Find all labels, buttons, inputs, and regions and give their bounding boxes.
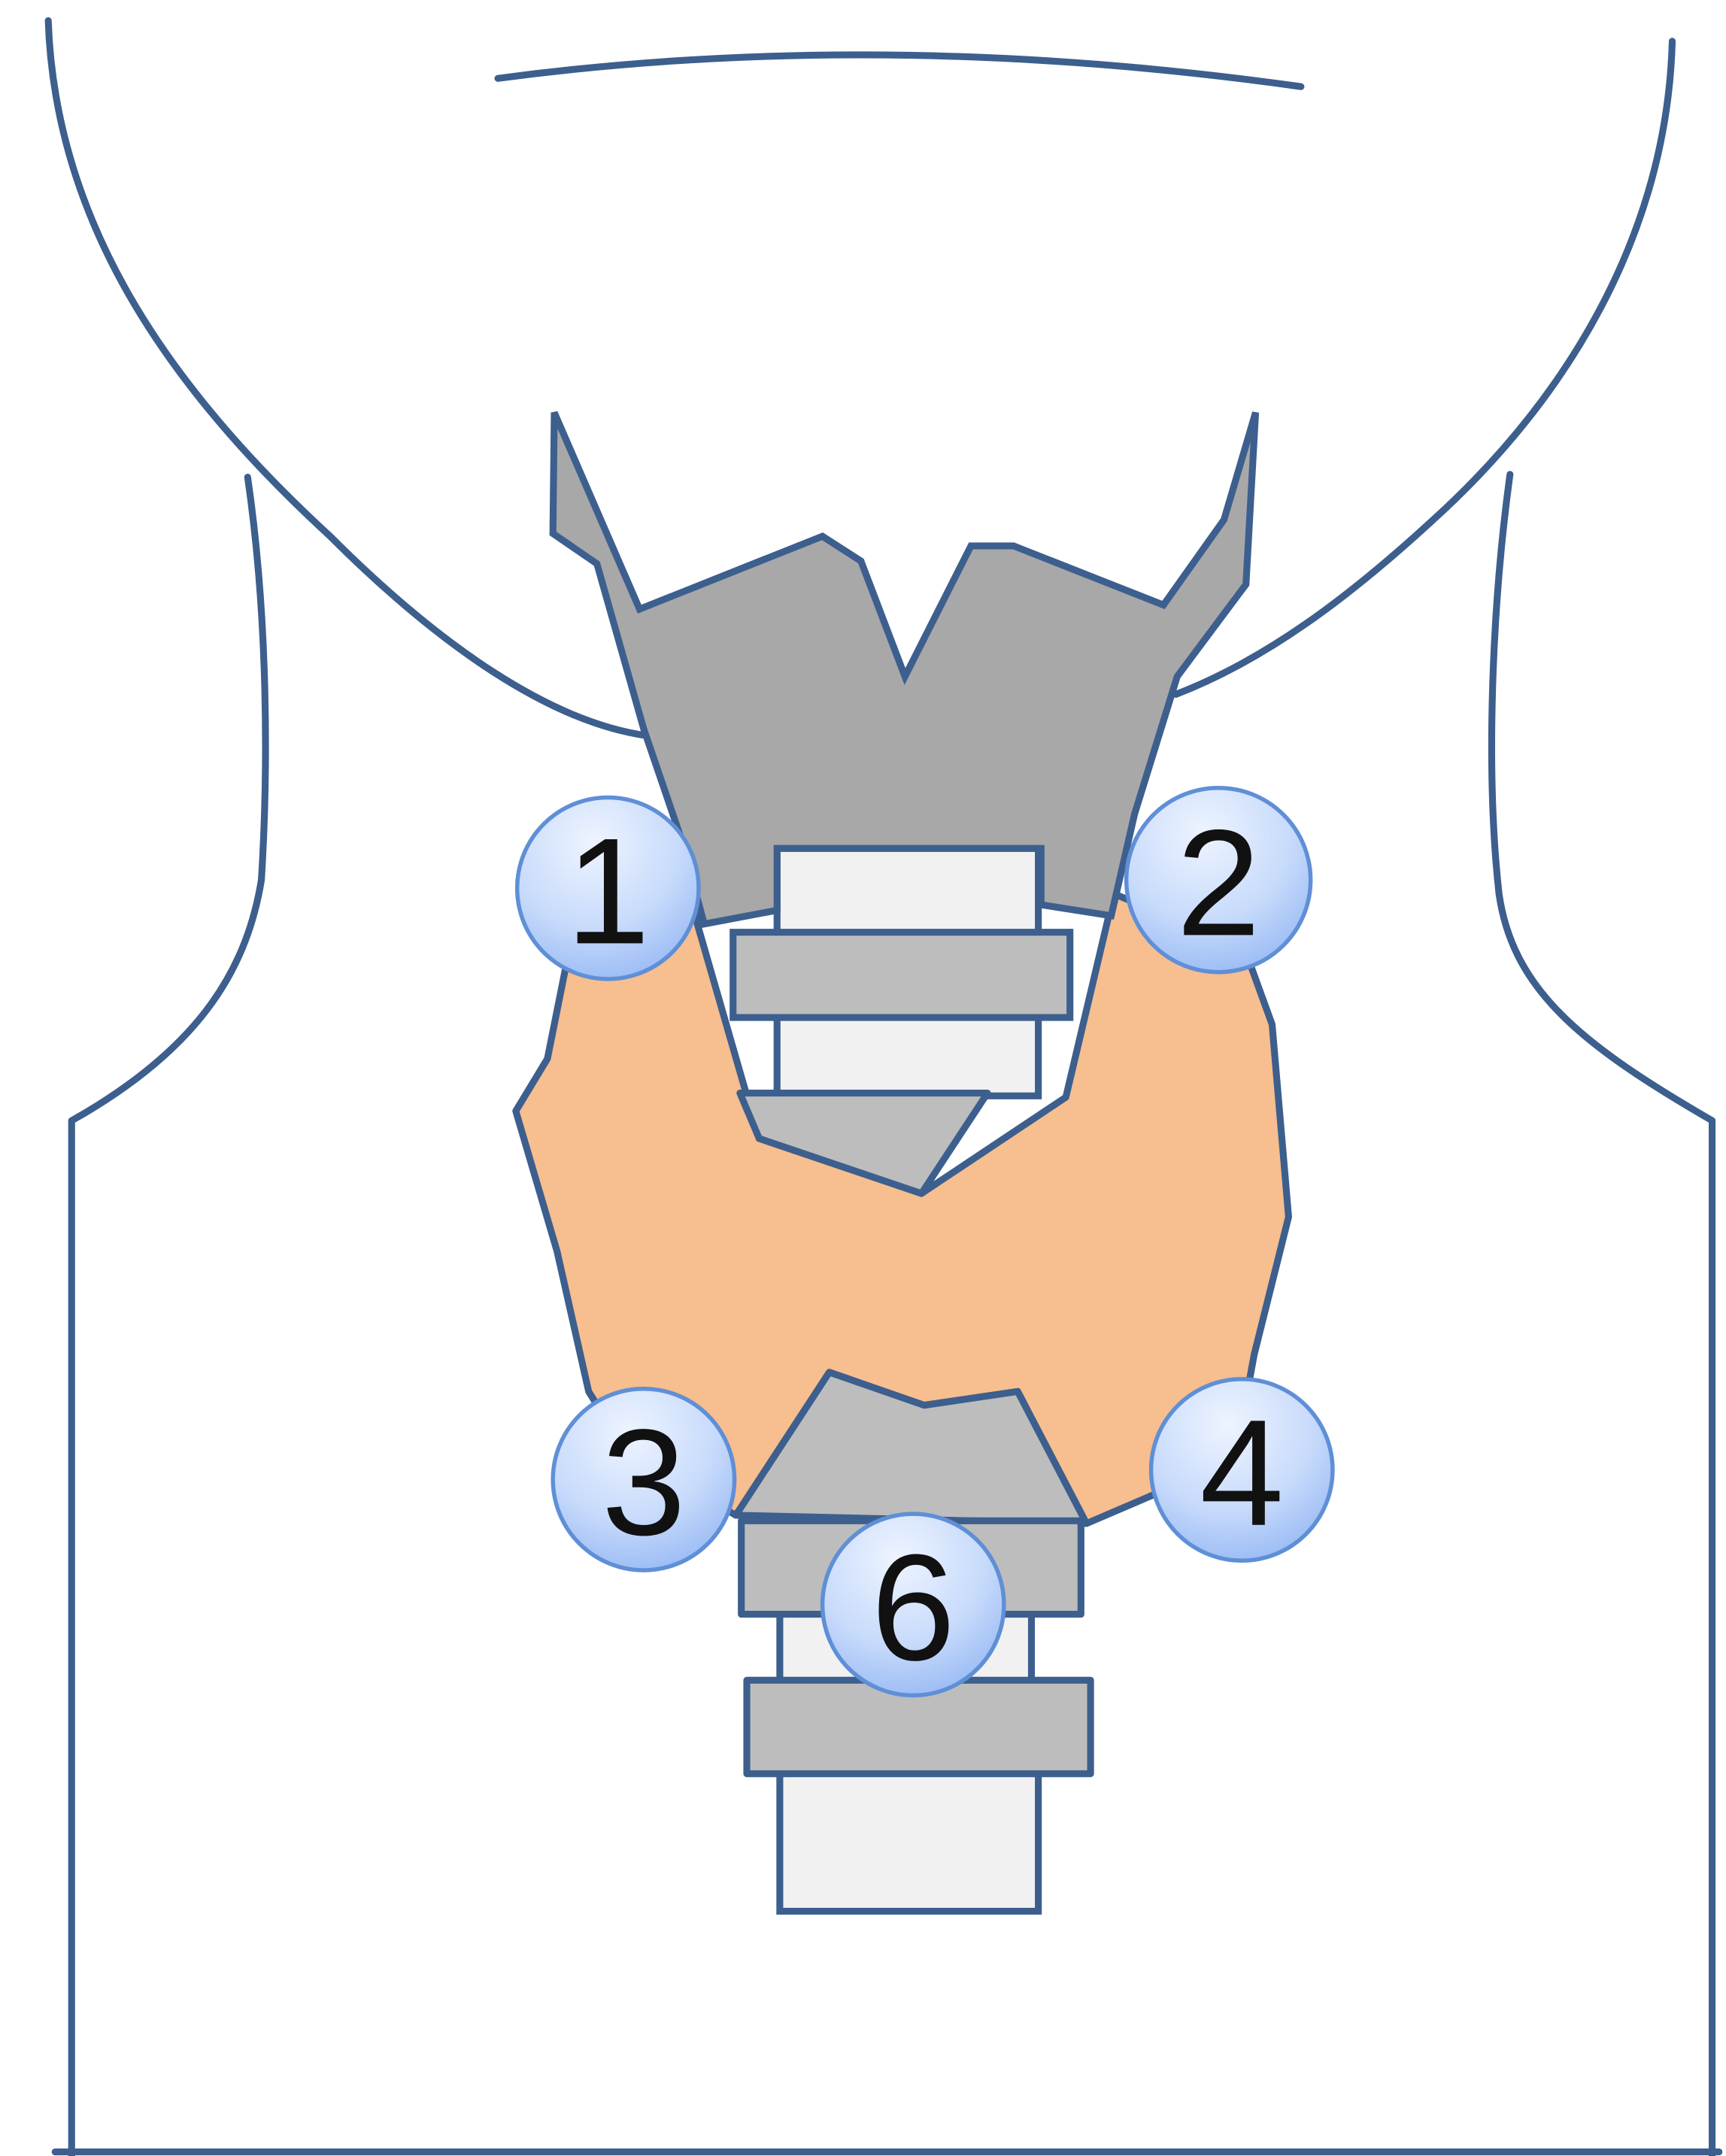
jaw-left xyxy=(48,20,646,735)
neck-left xyxy=(71,477,265,2156)
marker-4-label: 4 xyxy=(1200,1388,1284,1557)
trachea-ring xyxy=(733,932,1070,1017)
mouth-line xyxy=(498,55,1301,86)
marker-6[interactable]: 6 xyxy=(823,1514,1004,1695)
marker-3-label: 3 xyxy=(602,1398,686,1567)
marker-4[interactable]: 4 xyxy=(1151,1379,1333,1560)
marker-1-label: 1 xyxy=(566,806,650,975)
marker-3[interactable]: 3 xyxy=(553,1389,734,1570)
neck-right xyxy=(1491,475,1712,2156)
marker-2[interactable]: 2 xyxy=(1127,788,1311,972)
jaw-right xyxy=(1175,41,1672,695)
marker-6-label: 6 xyxy=(871,1523,955,1692)
marker-2-label: 2 xyxy=(1176,798,1260,967)
marker-1[interactable]: 1 xyxy=(517,797,699,978)
